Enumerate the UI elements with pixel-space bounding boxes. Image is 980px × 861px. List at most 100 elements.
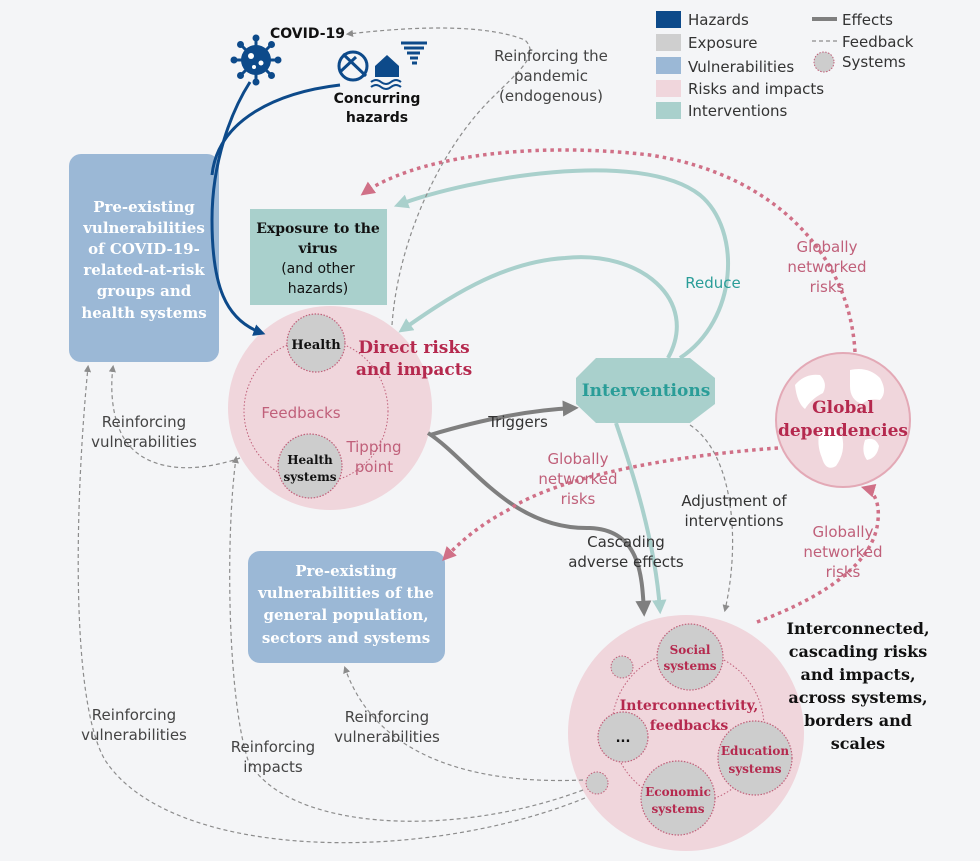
feedback-reinforcing-vuln-a [108,364,241,469]
health-system-circle [286,313,346,373]
pre-vuln-atrisk-line: health systems [81,304,206,322]
legend-interventions-label: Interventions [688,102,788,120]
feedbacks-label: Feedbacks [261,404,340,422]
globally-right-label-1: Globally [813,523,874,541]
globally-right-label-3: risks [826,563,861,581]
reinforcing-vuln-a-label-2: vulnerabilities [91,433,197,451]
health-systems-label-1: Health [287,453,333,467]
interconnected-line: scales [831,734,885,753]
reinforcing-impacts-label-2: impacts [243,758,303,776]
cascading-label-2: adverse effects [568,553,684,571]
reinforcing-vuln-b-label-1: Reinforcing [92,706,176,724]
legend-hazards-label: Hazards [688,11,749,29]
global-arrow-top [360,148,857,353]
reinforcing-vuln-c-label-2: vulnerabilities [334,728,440,746]
pre-vuln-atrisk-line: Pre-existing [93,198,195,216]
exposure-sub-1: (and other [281,261,355,277]
covid-label: COVID-19 [270,26,345,42]
adjustment-label-1: Adjustment of [681,492,787,510]
health-systems-circle [277,433,343,499]
interconnected-line: and impacts, [800,665,915,684]
pre-vuln-general-line: Pre-existing [295,562,397,580]
interconnected-line: borders and [804,711,912,730]
global-arrow-mid [442,446,779,562]
other-systems-circle [597,711,649,763]
triggers-arrow [429,400,579,437]
social-systems-label-2: systems [663,659,716,673]
arrow-labels: Reinforcing the pandemic (endogenous) Re… [81,47,882,776]
interconnectivity-label-2: feedbacks [650,718,729,734]
pre-vuln-atrisk-line: vulnerabilities [82,219,205,237]
pre-vuln-general-text: Pre-existing vulnerabilities of the gene… [257,562,434,647]
covid-virus-icon [230,34,282,86]
legend-risks-swatch [656,80,681,97]
tipping-point-label-2: point [355,458,393,476]
social-systems-label-1: Social [670,643,711,657]
interconnectivity-label-1: Interconnectivity, [620,698,759,714]
economic-systems-label-1: Economic [645,785,711,799]
legend-feedback-label: Feedback [842,33,914,51]
education-systems-label-2: systems [728,762,781,776]
reduce-arrow-direct [398,255,679,359]
cascading-label-1: Cascading [587,533,665,551]
legend-vulnerabilities-label: Vulnerabilities [688,58,794,76]
education-systems-circle [717,720,793,796]
global-dependencies-label-1: Global [812,398,874,418]
social-systems-circle [656,623,724,691]
pre-vuln-atrisk-box [69,154,219,362]
legend-vulnerabilities-swatch [656,57,681,74]
interconnected-line: across systems, [788,688,927,707]
reinforcing-pandemic-label-3: (endogenous) [499,87,603,105]
global-dependencies-label-2: dependencies [778,421,908,441]
reinforcing-pandemic-label-2: pandemic [514,67,588,85]
pre-vuln-general-line: sectors and systems [262,629,430,647]
pre-vuln-general-line: general population, [263,606,428,624]
global-dependencies-globe [775,352,911,488]
exposure-title-2: virus [298,241,338,257]
legend-risks-label: Risks and impacts [688,80,824,98]
tipping-point-label-1: Tipping [345,438,401,456]
education-systems-label-1: Education [721,744,789,758]
legend-systems-label: Systems [842,53,906,71]
interconnected-label: Interconnected, cascading risks and impa… [786,619,929,753]
reinforcing-pandemic-label-1: Reinforcing the [494,47,608,65]
feedback-reinforcing-pandemic [345,27,531,326]
health-label: Health [291,338,341,353]
concurring-hazards-icon [337,41,427,90]
globally-top-label-3: risks [810,278,845,296]
pre-vuln-atrisk-text: Pre-existing vulnerabilities of COVID-19… [81,198,206,322]
globally-mid-label-1: Globally [548,450,609,468]
feedback-reinforcing-vuln-b [77,364,586,844]
exposure-title-1: Exposure to the [256,221,380,237]
pre-vuln-general-line: vulnerabilities of the [257,584,434,602]
pre-vuln-atrisk-line: groups and [97,282,192,300]
exposure-sub-2: hazards) [288,281,349,297]
feedback-reinforcing-impacts [229,455,584,822]
interventions-octagon [576,358,715,423]
reinforcing-vuln-a-label-1: Reinforcing [102,413,186,431]
feedback-adjustment [689,424,734,613]
triggers-label: Triggers [487,413,548,431]
legend-exposure-label: Exposure [688,34,757,52]
feedback-reinforcing-vuln-c [343,665,584,782]
reinforcing-vuln-b-label-2: vulnerabilities [81,726,187,744]
cascading-effects-arrow [426,431,652,617]
economic-systems-circle [640,760,716,836]
legend-hazards-swatch [656,11,681,28]
legend-interventions-swatch [656,102,681,119]
other-systems-label: ... [616,731,631,746]
legend-effects-label: Effects [842,11,893,29]
economic-systems-label-2: systems [651,802,704,816]
exposure-box-text: Exposure to the virus (and other hazards… [256,221,380,297]
direct-risks-title-1: Direct risks [358,338,469,358]
legend-exposure-swatch [656,34,681,51]
globally-top-label-2: networked [787,258,866,276]
pre-vuln-atrisk-line: of COVID-19- [88,240,200,258]
health-systems-label-2: systems [283,470,336,484]
adjustment-label-2: interventions [684,512,783,530]
concurring-hazards-label-1: Concurring [334,91,421,107]
reinforcing-vuln-c-label-1: Reinforcing [345,708,429,726]
legend: Hazards Exposure Vulnerabilities Risks a… [656,11,914,120]
pre-vuln-general-box [248,551,445,663]
